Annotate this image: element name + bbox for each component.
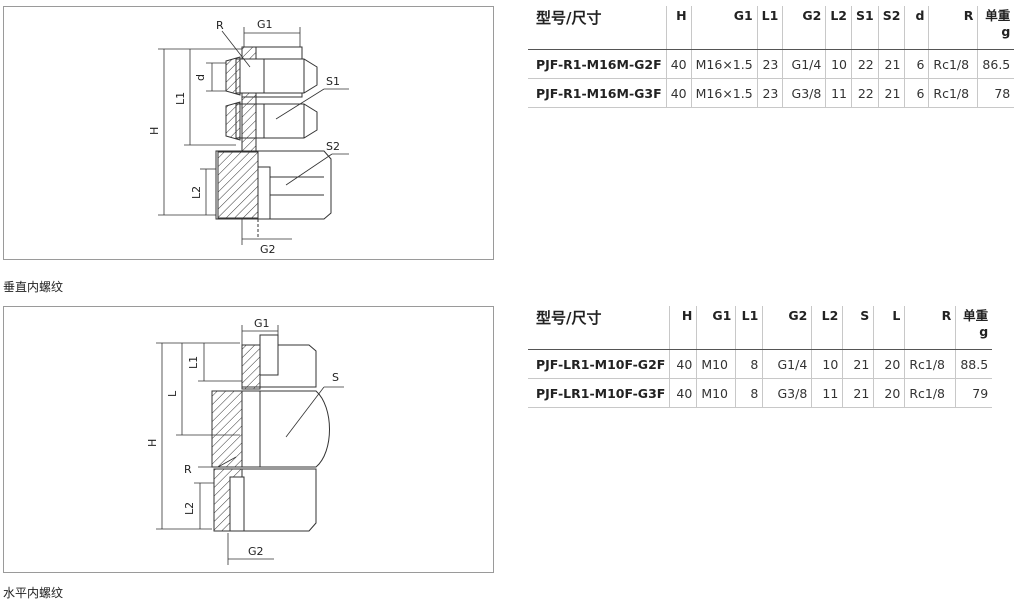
header-g1: G1 bbox=[690, 6, 758, 50]
vertical-caption: 垂直内螺纹 bbox=[3, 280, 64, 294]
cell: 11 bbox=[825, 78, 852, 108]
cell: 88.5 bbox=[955, 349, 993, 379]
cell: 23 bbox=[756, 49, 783, 79]
cell: M10 bbox=[696, 349, 736, 379]
label-l2-h: L2 bbox=[183, 502, 196, 515]
vertical-fitting-drawing: G1 R S1 S2 d L1 H L2 G2 bbox=[148, 18, 349, 256]
header-l2: L2 bbox=[825, 6, 852, 50]
header-s2: S2 bbox=[877, 6, 905, 50]
table-row: PJF-R1-M16M-G3F 40 M16×1.5 23 G3/8 11 22… bbox=[528, 78, 1015, 108]
cell: Rc1/8 bbox=[928, 49, 978, 79]
label-g2: G2 bbox=[260, 243, 276, 256]
header-r: R bbox=[904, 306, 956, 350]
label-g1-h: G1 bbox=[254, 317, 270, 330]
cell: 79 bbox=[955, 378, 993, 408]
cell: G1/4 bbox=[782, 49, 826, 79]
header-h: H bbox=[669, 306, 697, 350]
cell: 10 bbox=[825, 49, 852, 79]
label-l2: L2 bbox=[190, 186, 203, 199]
cell: 23 bbox=[756, 78, 783, 108]
label-g1: G1 bbox=[257, 18, 273, 31]
cell: Rc1/8 bbox=[904, 378, 956, 408]
cell: 11 bbox=[811, 378, 843, 408]
cell: 86.5 bbox=[977, 49, 1015, 79]
label-h-h: H bbox=[146, 439, 159, 447]
label-r-h: R bbox=[184, 463, 192, 476]
cell: PJF-LR1-M10F-G2F bbox=[528, 349, 670, 379]
cell: 40 bbox=[665, 49, 692, 79]
label-l1-h: L1 bbox=[187, 356, 200, 369]
header-l2: L2 bbox=[811, 306, 843, 350]
cell: G3/8 bbox=[762, 378, 812, 408]
table-row: PJF-R1-M16M-G2F 40 M16×1.5 23 G1/4 10 22… bbox=[528, 49, 1015, 79]
label-l1: L1 bbox=[174, 92, 187, 105]
cell: 78 bbox=[977, 78, 1015, 108]
cell: Rc1/8 bbox=[904, 349, 956, 379]
cell: M16×1.5 bbox=[690, 49, 758, 79]
cell: 40 bbox=[669, 378, 697, 408]
cell: PJF-R1-M16M-G3F bbox=[528, 78, 667, 108]
header-r: R bbox=[928, 6, 978, 50]
cell: 6 bbox=[904, 49, 929, 79]
label-s1: S1 bbox=[326, 75, 340, 88]
label-s2: S2 bbox=[326, 140, 340, 153]
cell: 20 bbox=[873, 349, 905, 379]
header-s1: S1 bbox=[851, 6, 879, 50]
label-r: R bbox=[216, 19, 224, 32]
cell: 21 bbox=[842, 349, 874, 379]
header-d: d bbox=[904, 6, 929, 50]
horizontal-fitting-drawing: G1 L1 L S H R L2 G2 bbox=[146, 317, 344, 565]
header-l1: L1 bbox=[735, 306, 763, 350]
header-g2: G2 bbox=[782, 6, 826, 50]
label-h: H bbox=[148, 127, 161, 135]
horizontal-spec-table: 型号/尺寸 H G1 L1 G2 L2 S L R 单重 g PJF-LR1-M… bbox=[528, 306, 993, 408]
header-weight: 单重 g bbox=[977, 6, 1015, 50]
table-row: PJF-LR1-M10F-G2F 40 M10 8 G1/4 10 21 20 … bbox=[528, 349, 993, 379]
cell: 20 bbox=[873, 378, 905, 408]
header-g1: G1 bbox=[696, 306, 736, 350]
cell: PJF-LR1-M10F-G3F bbox=[528, 378, 670, 408]
label-g2-h: G2 bbox=[248, 545, 264, 558]
horizontal-caption: 水平内螺纹 bbox=[3, 586, 64, 600]
header-model: 型号/尺寸 bbox=[528, 306, 670, 350]
header-g2: G2 bbox=[762, 306, 812, 350]
cell: 21 bbox=[842, 378, 874, 408]
cell: 6 bbox=[904, 78, 929, 108]
cell: 40 bbox=[665, 78, 692, 108]
header-l: L bbox=[873, 306, 905, 350]
cell: M10 bbox=[696, 378, 736, 408]
header-model: 型号/尺寸 bbox=[528, 6, 667, 50]
cell: 21 bbox=[877, 78, 905, 108]
header-s: S bbox=[842, 306, 874, 350]
cell: 10 bbox=[811, 349, 843, 379]
table-header-row: 型号/尺寸 H G1 L1 G2 L2 S L R 单重 g bbox=[528, 306, 993, 350]
label-s-h: S bbox=[332, 371, 339, 384]
cell: G3/8 bbox=[782, 78, 826, 108]
cell: Rc1/8 bbox=[928, 78, 978, 108]
cell: G1/4 bbox=[762, 349, 812, 379]
cell: 22 bbox=[851, 78, 879, 108]
table-header-row: 型号/尺寸 H G1 L1 G2 L2 S1 S2 d R 单重 g bbox=[528, 6, 1015, 50]
cell: 8 bbox=[735, 349, 763, 379]
label-d: d bbox=[194, 74, 207, 81]
header-weight: 单重 g bbox=[955, 306, 993, 350]
table-row: PJF-LR1-M10F-G3F 40 M10 8 G3/8 11 21 20 … bbox=[528, 378, 993, 408]
cell: M16×1.5 bbox=[690, 78, 758, 108]
cell: 22 bbox=[851, 49, 879, 79]
header-l1: L1 bbox=[756, 6, 783, 50]
header-h: H bbox=[665, 6, 692, 50]
cell: 40 bbox=[669, 349, 697, 379]
cell: 8 bbox=[735, 378, 763, 408]
cell: PJF-R1-M16M-G2F bbox=[528, 49, 667, 79]
cell: 21 bbox=[877, 49, 905, 79]
vertical-spec-table: 型号/尺寸 H G1 L1 G2 L2 S1 S2 d R 单重 g PJF-R… bbox=[528, 6, 1015, 108]
label-l-h: L bbox=[166, 390, 179, 397]
vertical-drawing-panel: G1 R S1 S2 d L1 H L2 G2 bbox=[3, 6, 494, 260]
horizontal-drawing-panel: G1 L1 L S H R L2 G2 bbox=[3, 306, 494, 573]
